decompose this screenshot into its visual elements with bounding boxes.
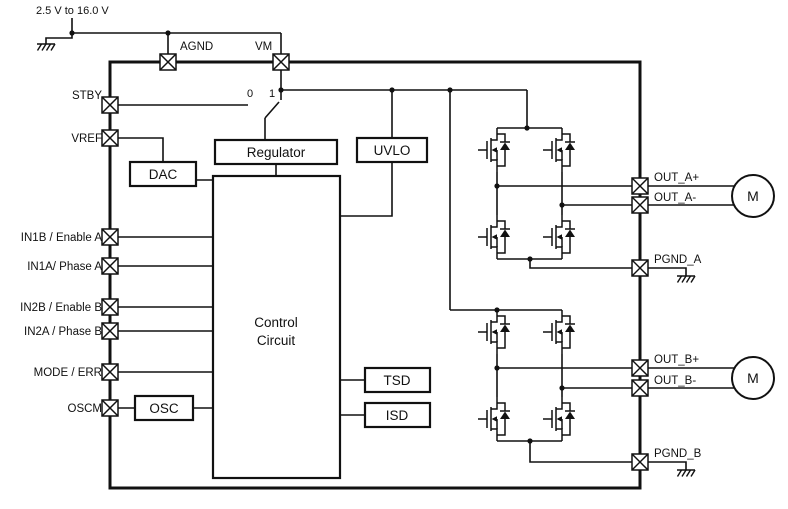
pgnd-b-label: PGND_B bbox=[654, 448, 702, 460]
pgnd-a-label: PGND_A bbox=[654, 254, 702, 266]
vref-label: VREF bbox=[71, 133, 102, 145]
motor-b-label: M bbox=[747, 370, 759, 386]
uvlo-block bbox=[355, 136, 429, 164]
control-circuit-label-line2: Circuit bbox=[257, 333, 296, 348]
pgnd-b-pin bbox=[631, 453, 649, 471]
switch-pos0-label: 0 bbox=[247, 88, 253, 100]
motor-a-label: M bbox=[747, 188, 759, 204]
function-blocks: Regulator UVLO DAC Control Circuit OSC T… bbox=[128, 136, 432, 480]
junction-dot bbox=[494, 183, 500, 189]
switch-pos1-label: 1 bbox=[269, 88, 275, 100]
junction-dot bbox=[559, 385, 565, 391]
vref-pin bbox=[101, 129, 119, 147]
junction-dot bbox=[447, 87, 453, 93]
in1a-label: IN1A/ Phase A bbox=[27, 261, 102, 273]
mosfet-b-low-left-icon bbox=[477, 396, 511, 442]
wire-pgnd-a-int bbox=[529, 259, 632, 269]
wire-pgnd-a-ext bbox=[648, 267, 687, 276]
motor-b-icon bbox=[731, 356, 775, 400]
out-a-minus-label: OUT_A- bbox=[654, 192, 696, 204]
wire-pgnd-b-int bbox=[529, 441, 632, 463]
mosfet-b-low-right-icon bbox=[542, 396, 576, 442]
in2a-pin bbox=[101, 322, 119, 340]
osc-label: OSC bbox=[149, 401, 179, 416]
wire-pgnd-b-ext bbox=[648, 461, 687, 470]
stby-pin bbox=[101, 96, 119, 114]
wire-supply-ground bbox=[45, 33, 73, 44]
in2a-label: IN2A / Phase B bbox=[24, 326, 102, 338]
mode-err-pin bbox=[101, 363, 119, 381]
motor-a: M bbox=[731, 174, 775, 218]
out-b-plus-label: OUT_B+ bbox=[654, 354, 699, 366]
mosfet-b-high-right-icon bbox=[542, 309, 576, 355]
junction-dot bbox=[278, 87, 284, 93]
control-circuit-block bbox=[211, 174, 342, 480]
dac-block bbox=[128, 160, 198, 188]
vm-pin bbox=[272, 53, 290, 71]
in1a-pin bbox=[101, 257, 119, 275]
dac-label: DAC bbox=[149, 167, 178, 182]
wire-vref-dac bbox=[118, 137, 164, 162]
mosfet-a-low-right-icon bbox=[542, 214, 576, 260]
regulator-block bbox=[213, 138, 339, 166]
out-a-plus-pin bbox=[631, 177, 649, 195]
in2b-pin bbox=[101, 298, 119, 316]
wire-uvlo-control bbox=[340, 162, 393, 217]
supply-ground-icon bbox=[36, 43, 56, 52]
out-b-plus-pin bbox=[631, 359, 649, 377]
h-bridge-a bbox=[477, 127, 576, 260]
in1b-label: IN1B / Enable A bbox=[21, 232, 103, 244]
control-circuit-label-line1: Control bbox=[254, 315, 298, 330]
labels: 2.5 V to 16.0 V AGND VM 0 1 STBY VREF IN… bbox=[20, 5, 701, 460]
junction-dots bbox=[69, 30, 565, 444]
h-bridge-b bbox=[477, 309, 576, 442]
vm-label: VM bbox=[255, 41, 272, 53]
mosfet-a-low-left-icon bbox=[477, 214, 511, 260]
pgnd-a-pin bbox=[631, 259, 649, 277]
tsd-block bbox=[363, 366, 432, 394]
oscm-pin bbox=[101, 399, 119, 417]
oscm-label: OSCM bbox=[68, 403, 103, 415]
junction-dot bbox=[165, 30, 171, 36]
mosfet-a-high-right-icon bbox=[542, 127, 576, 173]
mosfet-b-high-left-icon bbox=[477, 309, 511, 355]
mosfet-a-high-left-icon bbox=[477, 127, 511, 173]
isd-label: ISD bbox=[386, 408, 409, 423]
in1b-pin bbox=[101, 228, 119, 246]
junction-dot bbox=[524, 125, 530, 131]
junction-dot bbox=[527, 438, 533, 444]
motor-b: M bbox=[731, 356, 775, 400]
osc-block bbox=[133, 394, 195, 422]
supply-voltage-label: 2.5 V to 16.0 V bbox=[36, 5, 109, 17]
out-b-minus-pin bbox=[631, 379, 649, 397]
out-a-plus-label: OUT_A+ bbox=[654, 172, 699, 184]
uvlo-label: UVLO bbox=[374, 143, 411, 158]
mode-err-label: MODE / ERR bbox=[34, 367, 102, 379]
out-b-minus-label: OUT_B- bbox=[654, 375, 696, 387]
agnd-pin bbox=[159, 53, 177, 71]
in2b-label: IN2B / Enable B bbox=[20, 302, 102, 314]
regulator-label: Regulator bbox=[247, 145, 306, 160]
agnd-label: AGND bbox=[180, 41, 213, 53]
junction-dot bbox=[494, 365, 500, 371]
out-a-minus-pin bbox=[631, 196, 649, 214]
pgnd-a-ground-icon bbox=[676, 275, 696, 284]
junction-dot bbox=[389, 87, 395, 93]
junction-dot bbox=[527, 256, 533, 262]
motor-a-icon bbox=[731, 174, 775, 218]
pgnd-b-ground-icon bbox=[676, 469, 696, 478]
wire-switch-arm bbox=[264, 101, 280, 119]
isd-block bbox=[363, 401, 432, 429]
stby-label: STBY bbox=[72, 90, 102, 102]
junction-dot bbox=[559, 202, 565, 208]
junction-dot bbox=[69, 30, 75, 36]
tsd-label: TSD bbox=[384, 373, 411, 388]
